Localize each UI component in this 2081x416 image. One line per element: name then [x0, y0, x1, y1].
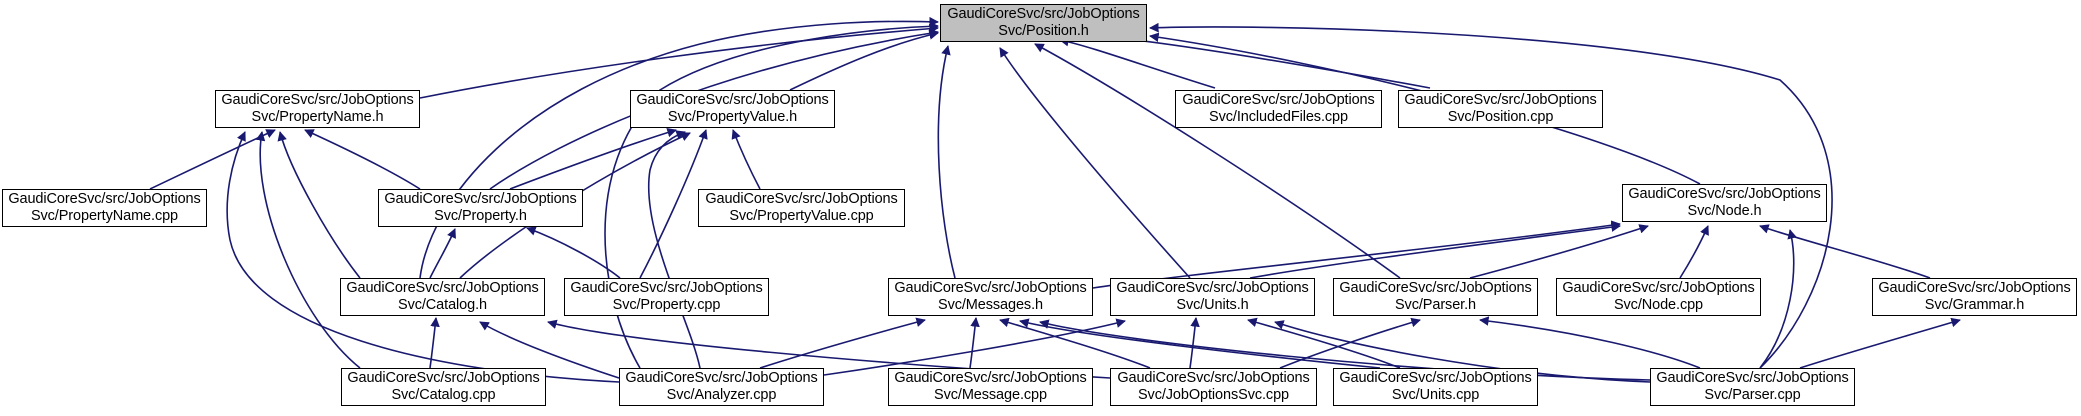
- graph-edge: [823, 318, 1126, 376]
- graph-edge: [1799, 317, 1961, 369]
- graph-node-node-h[interactable]: GaudiCoreSvc/src/JobOptions Svc/Node.h: [1622, 184, 1827, 222]
- graph-edge: [1469, 224, 1649, 279]
- graph-edge: [226, 131, 620, 383]
- graph-edge: [429, 228, 456, 279]
- graph-node-node-cpp[interactable]: GaudiCoreSvc/src/JobOptions Svc/Node.cpp: [1556, 278, 1761, 316]
- graph-edge: [789, 30, 939, 91]
- graph-node-messages-h[interactable]: GaudiCoreSvc/src/JobOptions Svc/Messages…: [888, 278, 1093, 316]
- graph-edge: [1249, 222, 1621, 279]
- graph-node-propertyvalue-cpp[interactable]: GaudiCoreSvc/src/JobOptions Svc/Property…: [698, 189, 905, 227]
- graph-edge: [419, 16, 939, 279]
- graph-node-includedfiles-cpp[interactable]: GaudiCoreSvc/src/JobOptions Svc/Included…: [1175, 90, 1382, 128]
- graph-edge: [731, 129, 761, 190]
- graph-edge: [937, 45, 956, 279]
- graph-node-message-cpp[interactable]: GaudiCoreSvc/src/JobOptions Svc/Message.…: [888, 368, 1093, 406]
- graph-node-joboptionssvc-cpp[interactable]: GaudiCoreSvc/src/JobOptions Svc/JobOptio…: [1110, 368, 1317, 406]
- graph-node-property-h[interactable]: GaudiCoreSvc/src/JobOptions Svc/Property…: [378, 189, 583, 227]
- graph-edge: [999, 317, 1151, 369]
- graph-edge: [149, 129, 276, 190]
- graph-node-property-cpp[interactable]: GaudiCoreSvc/src/JobOptions Svc/Property…: [564, 278, 769, 316]
- graph-node-parser-h[interactable]: GaudiCoreSvc/src/JobOptions Svc/Parser.h: [1333, 278, 1538, 316]
- graph-edge: [429, 317, 440, 369]
- graph-edge: [255, 131, 361, 369]
- graph-edge: [969, 317, 980, 369]
- graph-node-position-h[interactable]: GaudiCoreSvc/src/JobOptions Svc/Position…: [940, 4, 1147, 42]
- graph-node-units-h[interactable]: GaudiCoreSvc/src/JobOptions Svc/Units.h: [1110, 278, 1315, 316]
- graph-edge: [1759, 229, 1797, 369]
- graph-edge: [509, 127, 677, 190]
- graph-edge: [1759, 224, 1931, 279]
- graph-edge: [1099, 32, 1431, 89]
- graph-edge: [526, 226, 621, 279]
- graph-node-catalog-cpp[interactable]: GaudiCoreSvc/src/JobOptions Svc/Catalog.…: [341, 368, 546, 406]
- graph-edge: [304, 129, 421, 190]
- graph-node-catalog-h[interactable]: GaudiCoreSvc/src/JobOptions Svc/Catalog.…: [340, 278, 545, 316]
- graph-edge: [1247, 317, 1401, 369]
- graph-edge: [759, 317, 926, 369]
- graph-node-propertyvalue-h[interactable]: GaudiCoreSvc/src/JobOptions Svc/Property…: [630, 90, 835, 128]
- graph-edge: [1019, 318, 1381, 369]
- graph-edge: [1279, 317, 1421, 369]
- graph-node-propertyname-cpp[interactable]: GaudiCoreSvc/src/JobOptions Svc/Property…: [2, 189, 207, 227]
- graph-node-analyzer-cpp[interactable]: GaudiCoreSvc/src/JobOptions Svc/Analyzer…: [619, 368, 824, 406]
- graph-node-propertyname-h[interactable]: GaudiCoreSvc/src/JobOptions Svc/Property…: [215, 90, 420, 128]
- graph-node-position-cpp[interactable]: GaudiCoreSvc/src/JobOptions Svc/Position…: [1398, 90, 1603, 128]
- graph-edge: [277, 131, 361, 279]
- graph-edge: [639, 129, 708, 279]
- graph-edge: [1034, 43, 1401, 279]
- graph-edge: [1059, 36, 1216, 89]
- graph-edge: [1189, 317, 1200, 369]
- graph-node-parser-cpp[interactable]: GaudiCoreSvc/src/JobOptions Svc/Parser.c…: [1650, 368, 1855, 406]
- graph-node-grammar-h[interactable]: GaudiCoreSvc/src/JobOptions Svc/Grammar.…: [1872, 278, 2077, 316]
- graph-edge: [419, 23, 939, 99]
- graph-node-units-cpp[interactable]: GaudiCoreSvc/src/JobOptions Svc/Units.cp…: [1333, 368, 1538, 406]
- graph-edge: [1679, 225, 1709, 279]
- graph-edge: [647, 130, 701, 369]
- graph-edge: [999, 47, 1191, 279]
- graph-edge: [1479, 316, 1701, 369]
